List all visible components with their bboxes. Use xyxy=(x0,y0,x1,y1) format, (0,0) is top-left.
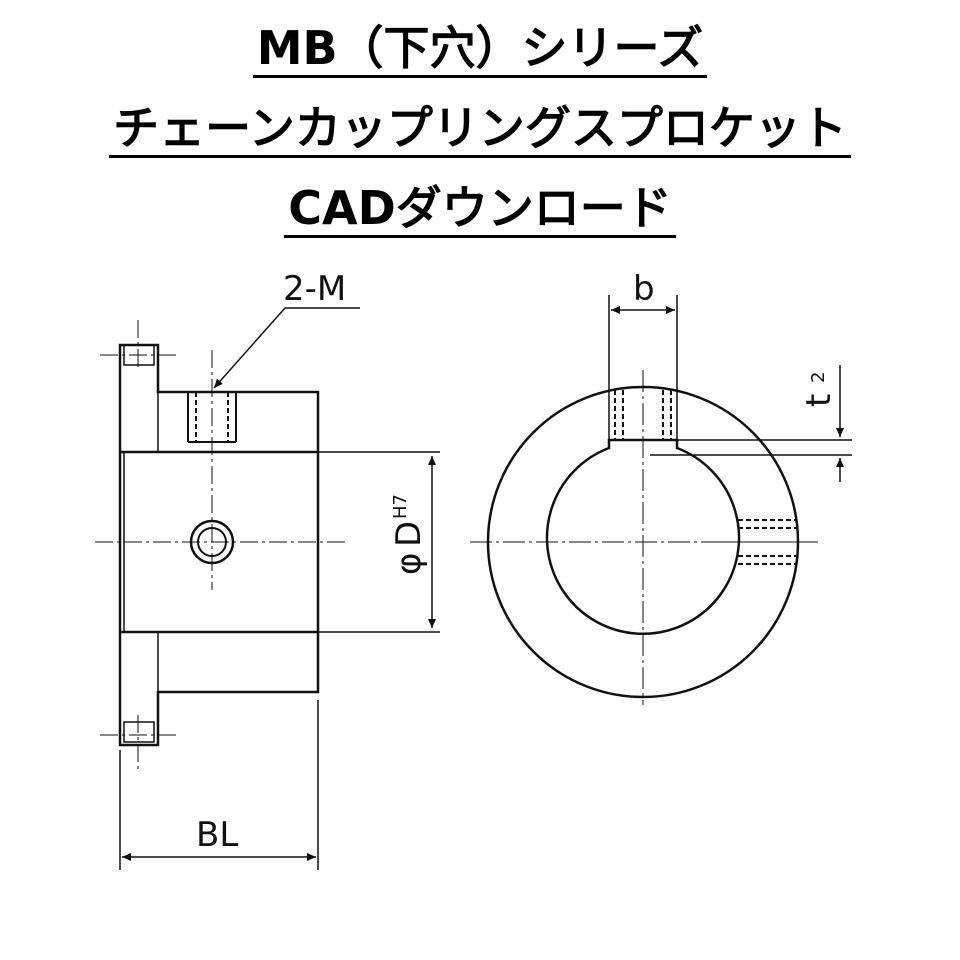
keyway-depth-label-group: t 2 xyxy=(799,372,839,407)
title-line-2-text: チェーンカップリングスプロケット xyxy=(109,101,851,158)
keyway-width-label: b xyxy=(633,269,655,309)
bore-phi-label: φ xyxy=(389,553,429,575)
title-line-3: CADダウンロード xyxy=(0,180,960,238)
side-view-outline xyxy=(118,343,320,747)
side-view-centerlines xyxy=(95,320,345,770)
bore-with-keyway xyxy=(545,438,741,636)
bore-dimension xyxy=(318,451,440,633)
bore-label-group: φ D H7 xyxy=(389,494,429,575)
title-line-1-text: MB（下穴）シリーズ xyxy=(252,21,708,78)
length-dimension xyxy=(119,700,319,870)
keyway-depth-label: t xyxy=(799,394,839,407)
keyway-tapped-hole xyxy=(614,390,672,440)
title-line-2: チェーンカップリングスプロケット xyxy=(0,100,960,158)
side-view xyxy=(118,343,320,747)
bore-tolerance-label: H7 xyxy=(390,494,411,519)
title-line-1: MB（下穴）シリーズ xyxy=(0,20,960,78)
right-tapped-hole xyxy=(738,519,796,565)
bolt-hole-label: 2-M xyxy=(283,269,346,309)
bore-D-label: D xyxy=(389,521,429,547)
length-label: BL xyxy=(196,815,238,855)
keyway-width-dimension xyxy=(608,295,678,440)
bolt-hole-leader xyxy=(213,307,360,389)
keyway-depth-subscript: 2 xyxy=(808,372,829,383)
keyway-depth-dimension xyxy=(650,365,852,482)
front-view-centerlines xyxy=(470,370,818,705)
tapped-hole-top xyxy=(187,392,237,443)
title-line-3-text: CADダウンロード xyxy=(284,181,676,238)
flange-bolt-bottom xyxy=(123,721,155,743)
